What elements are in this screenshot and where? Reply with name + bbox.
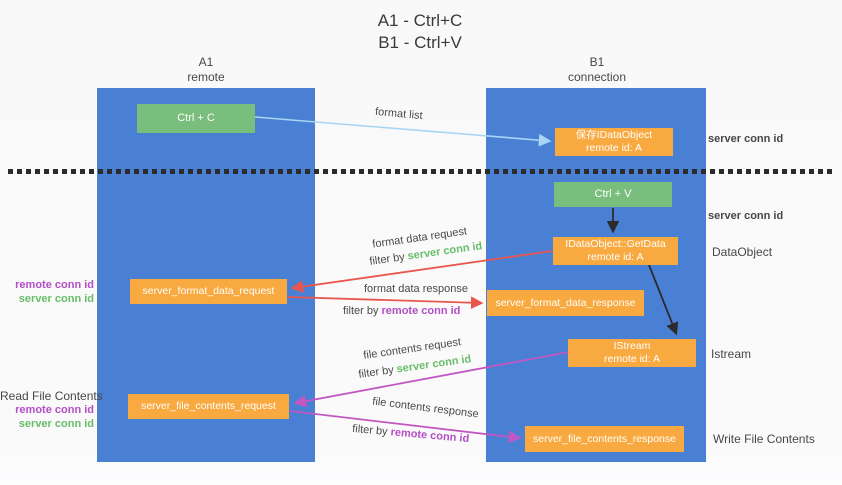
- diagram-title: A1 - Ctrl+C B1 - Ctrl+V: [330, 10, 510, 54]
- remote-conn-id-text: remote conn id: [381, 305, 461, 317]
- left-remote-conn-id-2: remote conn id: [15, 404, 94, 416]
- copy-paste-divider: [8, 169, 836, 174]
- node-format-response-label: server_format_data_response: [495, 296, 636, 309]
- arrow-format-data-request: [290, 250, 553, 293]
- title-line-1: A1 - Ctrl+C: [377, 11, 463, 30]
- right-label-write-file-contents: Write File Contents: [713, 432, 815, 446]
- column-b-role: connection: [567, 70, 627, 84]
- node-idataobject-getdata: IDataObject::GetData remote id: A: [553, 237, 678, 265]
- node-getdata-line2: remote id: A: [587, 251, 644, 263]
- right-label-server-conn-id-mid: server conn id: [708, 210, 784, 222]
- node-ctrl-c: Ctrl + C: [137, 104, 255, 133]
- column-b-header: B1 connection: [487, 55, 707, 85]
- node-istream: IStream remote id: A: [568, 339, 696, 367]
- arrow-format-data-response: [287, 296, 484, 309]
- left-read-file-contents-block: Read File Contents remote conn id server…: [0, 389, 103, 431]
- node-save-idataobject-line2: remote id: A: [585, 142, 643, 154]
- left-server-conn-id-1: server conn id: [18, 293, 94, 305]
- node-server-file-contents-response: server_file_contents_response: [525, 426, 684, 452]
- node-server-format-data-response: server_format_data_response: [487, 290, 644, 316]
- node-istream-line1: IStream: [613, 340, 651, 352]
- arrow-getdata-to-istream: [648, 264, 679, 336]
- arrow-file-contents-response: [289, 410, 522, 444]
- left-server-conn-id-2: server conn id: [18, 418, 94, 430]
- right-label-server-conn-id-top: server conn id: [708, 133, 784, 145]
- right-label-dataobject: DataObject: [712, 245, 773, 259]
- node-file-request-label: server_file_contents_request: [141, 400, 276, 412]
- left-conn-ids-format: remote conn id server conn id: [0, 278, 94, 306]
- node-ctrl-v: Ctrl + V: [554, 182, 672, 207]
- node-server-format-data-request: server_format_data_request: [130, 279, 287, 304]
- node-file-response-label: server_file_contents_response: [532, 432, 676, 445]
- node-server-file-contents-request: server_file_contents_request: [128, 394, 289, 419]
- node-getdata-line1: IDataObject::GetData: [565, 238, 666, 250]
- label-format-data-response: format data response: [364, 283, 468, 295]
- left-read-file-contents: Read File Contents: [0, 389, 103, 403]
- node-save-idataobject: 保存IDataObject remote id: A: [555, 128, 673, 156]
- title-line-2: B1 - Ctrl+V: [378, 33, 462, 52]
- column-a-header: A1 remote: [97, 55, 315, 85]
- label-filter-by-remote-conn-id-1: filter by remote conn id: [343, 305, 460, 317]
- filter-by-text: filter by: [343, 305, 379, 317]
- column-b-name: B1: [589, 55, 605, 69]
- node-format-request-label: server_format_data_request: [142, 285, 275, 297]
- column-a-role: remote: [187, 70, 225, 84]
- node-save-idataobject-line1: 保存IDataObject: [575, 129, 653, 141]
- node-ctrl-c-label: Ctrl + C: [177, 112, 215, 124]
- arrow-format-list: [254, 116, 552, 147]
- node-istream-line2: remote id: A: [603, 353, 661, 365]
- right-label-istream: Istream: [711, 347, 752, 361]
- column-a-name: A1: [198, 55, 214, 69]
- left-remote-conn-id-1: remote conn id: [15, 279, 94, 291]
- node-ctrl-v-label: Ctrl + V: [594, 188, 632, 200]
- arrow-file-contents-request: [293, 351, 570, 408]
